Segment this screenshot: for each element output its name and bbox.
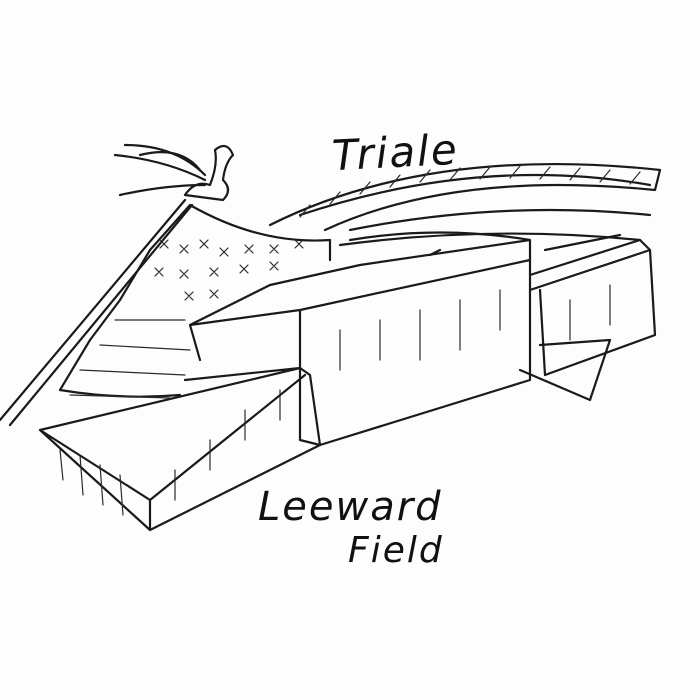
flag (58, 203, 332, 398)
flag-stars (69, 239, 304, 399)
leeward-label: Leeward (258, 484, 443, 530)
center-mark (428, 248, 442, 257)
stadium-roof (268, 162, 662, 247)
right-block (528, 233, 657, 377)
center-block (188, 231, 532, 447)
field-label: Field (348, 530, 444, 571)
trials-label: Triale (330, 124, 460, 181)
eagle-ornament (113, 143, 235, 202)
right-lower-stand (518, 338, 612, 402)
roof-hatching (299, 165, 641, 218)
wall-hatching (59, 284, 611, 516)
left-block (38, 366, 322, 532)
